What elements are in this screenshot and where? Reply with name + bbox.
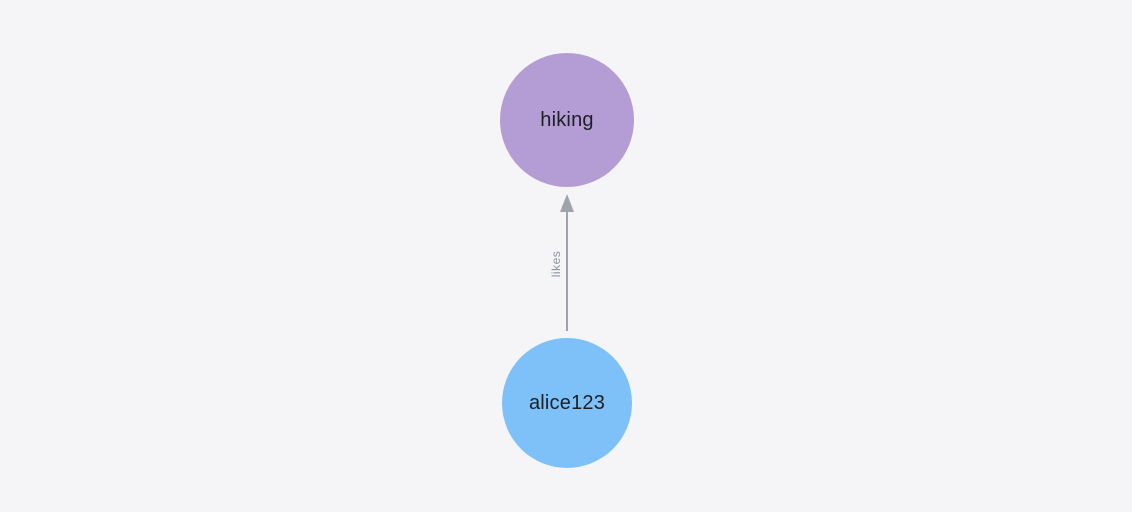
edge-line[interactable] [566, 210, 568, 331]
edge-likes-label[interactable]: likes [549, 250, 563, 278]
node-hiking[interactable]: hiking [500, 53, 634, 187]
node-alice123-label: alice123 [528, 392, 606, 414]
arrowhead-up-icon [560, 194, 574, 212]
node-hiking-label: hiking [540, 109, 594, 131]
node-alice123[interactable]: alice123 [502, 338, 632, 468]
